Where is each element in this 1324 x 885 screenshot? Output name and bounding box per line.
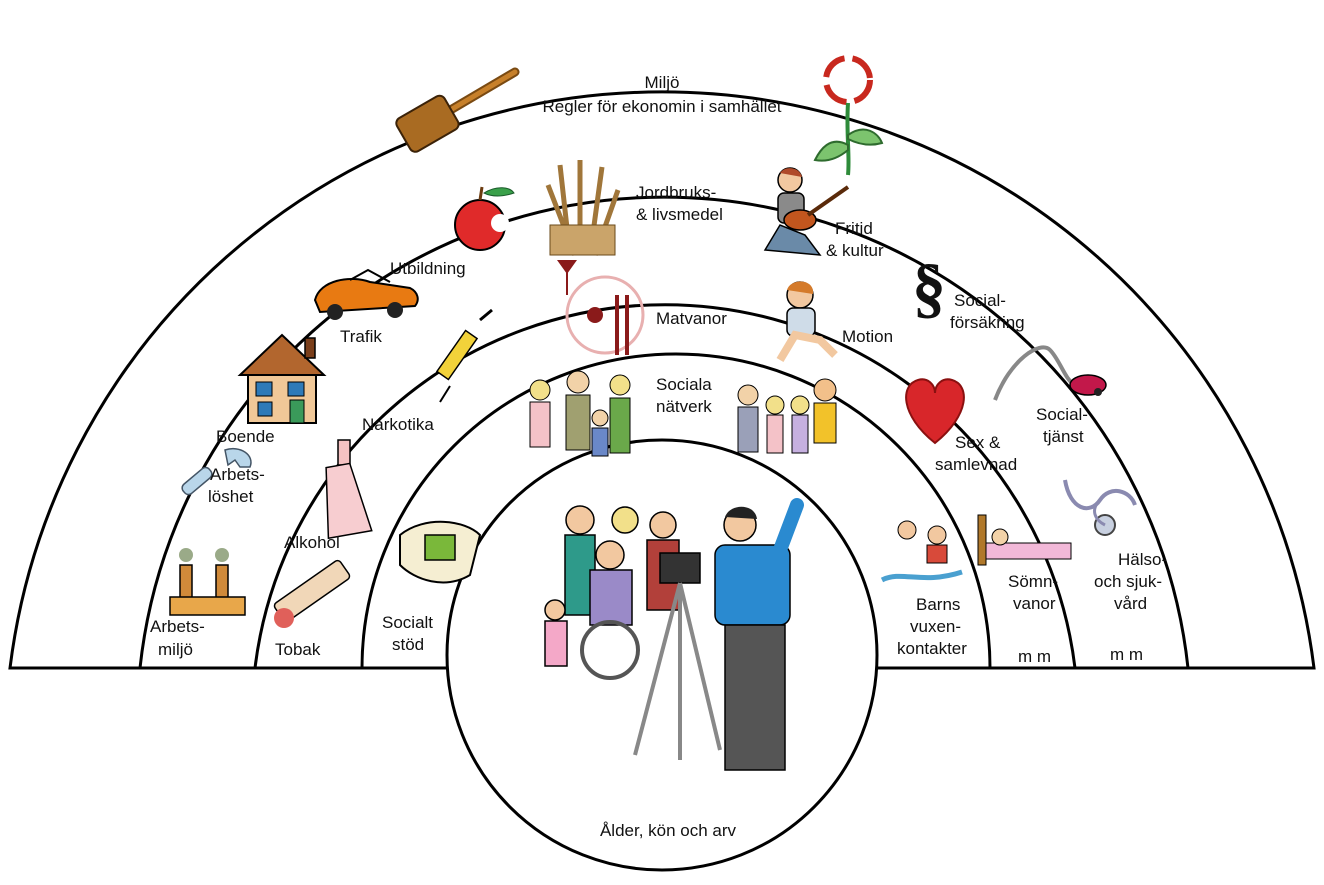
house-icon bbox=[237, 333, 327, 424]
car-icon bbox=[313, 268, 419, 320]
paragraph-sign-icon: § bbox=[912, 249, 946, 325]
heart-icon bbox=[905, 378, 965, 445]
syringe-icon bbox=[435, 308, 493, 403]
label-tobak: Tobak bbox=[275, 640, 321, 659]
plate-cutlery-icon bbox=[557, 260, 645, 355]
label-barns-1: Barns bbox=[916, 595, 960, 614]
wheat-icon bbox=[545, 160, 621, 256]
label-narkotika: Narkotika bbox=[362, 415, 434, 434]
label-socialtjanst-1: Social- bbox=[1036, 405, 1088, 424]
label-environment-subtitle: Regler för ekonomin i samhället bbox=[542, 97, 781, 116]
label-arbetsmiljo-2: miljö bbox=[158, 640, 193, 659]
bottle-icon bbox=[325, 439, 373, 540]
label-jordbruk-1: Jordbruks- bbox=[636, 183, 716, 202]
vacuum-cleaner-icon bbox=[993, 345, 1107, 401]
label-band3-mm: m m bbox=[1110, 645, 1143, 664]
label-halso-3: vård bbox=[1114, 594, 1147, 613]
label-fritid-2: & kultur bbox=[826, 241, 884, 260]
label-sex-2: samlevnad bbox=[935, 455, 1017, 474]
stethoscope-icon bbox=[1063, 479, 1137, 536]
children-playing-icon bbox=[880, 520, 963, 583]
children-group-icon bbox=[737, 378, 837, 454]
label-motion: Motion bbox=[842, 327, 893, 346]
label-socialforsakring-2: försäkring bbox=[950, 313, 1025, 332]
label-sociala-1: Sociala bbox=[656, 375, 712, 394]
label-alkohol: Alkohol bbox=[284, 533, 340, 552]
label-core: Ålder, kön och arv bbox=[600, 821, 737, 840]
label-somn-2: vanor bbox=[1013, 594, 1056, 613]
photographer-family-icon bbox=[544, 498, 804, 771]
label-socialt-stod-2: stöd bbox=[392, 635, 424, 654]
label-band2-mm: m m bbox=[1018, 647, 1051, 666]
label-fritid-1: Fritid bbox=[835, 219, 873, 238]
apple-icon bbox=[454, 186, 515, 251]
label-utbildning: Utbildning bbox=[390, 259, 466, 278]
label-jordbruk-2: & livsmedel bbox=[636, 205, 723, 224]
cigarette-icon bbox=[273, 559, 351, 628]
label-halso-1: Hälso- bbox=[1118, 550, 1167, 569]
gavel-icon bbox=[395, 67, 520, 153]
label-arbetsloshet-2: löshet bbox=[208, 487, 254, 506]
label-trafik: Trafik bbox=[340, 327, 382, 346]
helping-hands-icon bbox=[399, 520, 482, 584]
label-sex-1: Sex & bbox=[955, 433, 1001, 452]
label-arbetsloshet-1: Arbets- bbox=[210, 465, 265, 484]
exercise-person-icon bbox=[776, 281, 838, 363]
label-matvanor: Matvanor bbox=[656, 309, 727, 328]
label-barns-3: kontakter bbox=[897, 639, 967, 658]
label-socialforsakring-1: Social- bbox=[954, 291, 1006, 310]
label-environment-title: Miljö bbox=[645, 73, 680, 92]
label-boende: Boende bbox=[216, 427, 275, 446]
label-arbetsmiljo-1: Arbets- bbox=[150, 617, 205, 636]
label-socialtjanst-2: tjänst bbox=[1043, 427, 1084, 446]
label-sociala-2: nätverk bbox=[656, 397, 712, 416]
family-group-icon bbox=[529, 370, 631, 457]
factory-icon bbox=[169, 548, 246, 616]
guitar-player-icon bbox=[763, 167, 850, 256]
wrench-icon bbox=[181, 448, 252, 496]
label-halso-2: och sjuk- bbox=[1094, 572, 1162, 591]
label-barns-2: vuxen- bbox=[910, 617, 961, 636]
recycle-flower-icon bbox=[813, 55, 884, 176]
label-socialt-stod-1: Socialt bbox=[382, 613, 433, 632]
label-somn-1: Sömn- bbox=[1008, 572, 1058, 591]
sleeping-bed-icon bbox=[977, 514, 1072, 566]
